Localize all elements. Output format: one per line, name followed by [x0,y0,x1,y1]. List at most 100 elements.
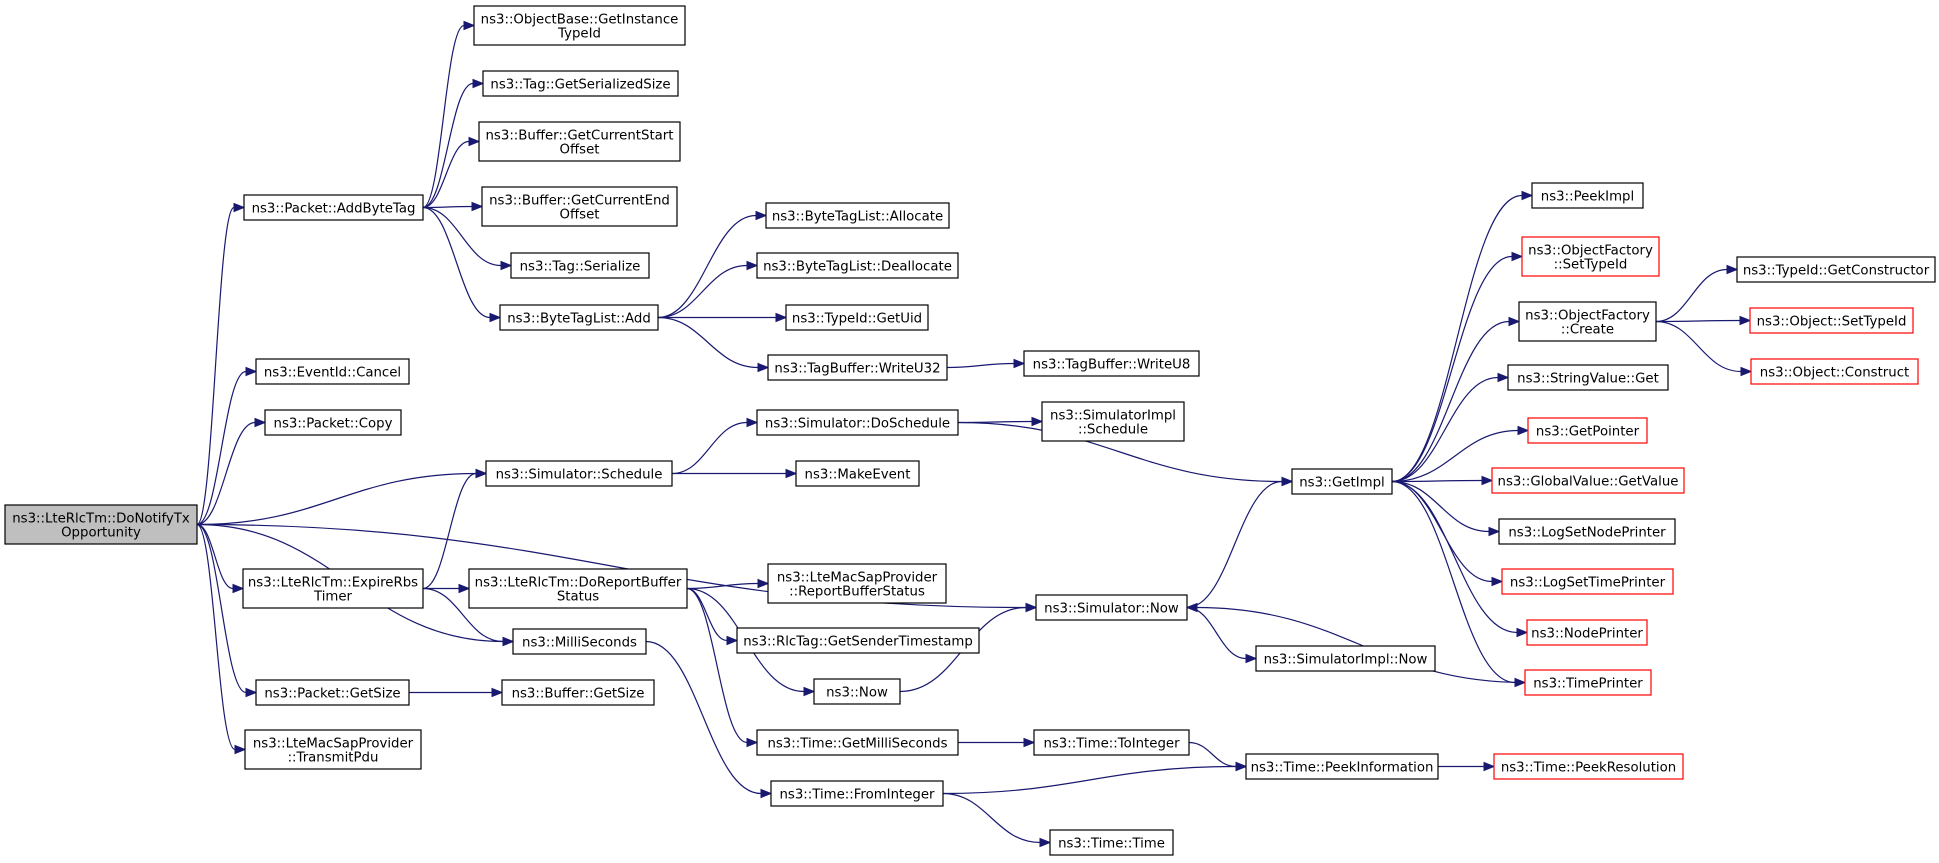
node-label: ns3::NodePrinter [1531,627,1643,642]
arrowhead [475,468,488,479]
node-box [756,729,959,756]
node-typeid-getuid[interactable]: ns3::TypeId::GetUid [785,304,929,331]
node-eventid-cancel[interactable]: ns3::EventId::Cancel [255,358,410,385]
node-label: ns3::EventId::Cancel [264,366,401,381]
node-box [1023,350,1200,377]
node-time-peekresolution[interactable]: ns3::Time::PeekResolution [1493,753,1684,780]
node-logsetnodeprinter[interactable]: ns3::LogSetNodePrinter [1498,518,1676,545]
node-label: ns3::Simulator::DoSchedule [765,417,950,432]
node-tag-serialize[interactable]: ns3::Tag::Serialize [510,252,650,279]
node-buffer-getsize[interactable]: ns3::Buffer::GetSize [501,679,655,706]
node-time-getmilliseconds[interactable]: ns3::Time::GetMilliSeconds [756,729,959,756]
node-now[interactable]: ns3::Now [813,678,901,705]
arrowhead [775,312,788,323]
node-label: ns3::MakeEvent [805,468,911,483]
edge-expirerbstimer-to-simulator-schedule [422,472,477,590]
node-label: ns3::ByteTagList::Allocate [772,210,943,225]
arrowhead [726,635,739,646]
node-typeid-getconstructor[interactable]: ns3::TypeId::GetConstructor [1736,256,1936,283]
node-stringvalue-get[interactable]: ns3::StringValue::Get [1507,364,1669,391]
node-tagbuffer-writeu32[interactable]: ns3::TagBuffer::WriteU32 [767,354,948,381]
node-simulator-doschedule[interactable]: ns3::Simulator::DoSchedule [756,409,959,436]
node-getimpl[interactable]: ns3::GetImpl [1291,468,1393,495]
edge-objectfactory-create-to-typeid-getconstructor [1655,268,1728,323]
edge-objectfactory-create-to-object-settypeid [1655,319,1741,323]
node-box [795,460,920,487]
node-addbytetag[interactable]: ns3::Packet::AddByteTag [243,194,424,221]
arrowhead [1491,576,1504,587]
node-label: ns3::MilliSeconds [522,636,637,651]
node-label: ns3::Tag::GetSerializedSize [490,78,670,93]
node-reportbufferstatus[interactable]: ns3::LteMacSapProvider::ReportBufferStat… [767,563,947,604]
arrowhead [1235,761,1248,772]
node-time-tointeger[interactable]: ns3::Time::ToInteger [1033,729,1190,756]
node-simulator-now[interactable]: ns3::Simulator::Now [1035,594,1188,621]
node-label: ::SetTypeId [1554,258,1628,273]
arrowhead [232,583,245,594]
node-label: ::ReportBufferStatus [789,585,925,600]
node-makeevent[interactable]: ns3::MakeEvent [795,460,920,487]
node-globalvalue-getvalue[interactable]: ns3::GlobalValue::GetValue [1491,467,1685,494]
node-box [765,202,950,229]
node-label: ns3::TagBuffer::WriteU8 [1033,358,1191,373]
node-box [1035,594,1188,621]
node-nodeprinter[interactable]: ns3::NodePrinter [1526,619,1648,646]
edges-layer [196,20,1753,848]
arrowhead [471,201,484,212]
node-packet-copy[interactable]: ns3::Packet::Copy [264,409,402,436]
node-rlctag-getsendertimestamp[interactable]: ns3::RlcTag::GetSenderTimestamp [736,627,980,654]
node-time-peekinformation[interactable]: ns3::Time::PeekInformation [1245,753,1439,780]
node-peekimpl[interactable]: ns3::PeekImpl [1531,182,1644,209]
node-time-time[interactable]: ns3::Time::Time [1049,829,1174,856]
node-timeprinter[interactable]: ns3::TimePrinter [1524,669,1652,696]
arrowhead [245,366,258,377]
node-simulatorimpl-schedule[interactable]: ns3::SimulatorImpl::Schedule [1041,401,1185,442]
edge-simulator-now-to-simulatorimpl-now [1186,606,1247,660]
node-box [501,679,655,706]
edge-simulator-doschedule-to-getimpl [957,421,1283,483]
node-tagbuffer-writeu8[interactable]: ns3::TagBuffer::WriteU8 [1023,350,1200,377]
node-objectfactory-settypeid[interactable]: ns3::ObjectFactory::SetTypeId [1521,236,1660,277]
edge-addbytetag-to-tag-serialize [422,206,502,267]
arrowhead [803,686,816,697]
node-box [482,70,679,97]
node-logsettimeprinter[interactable]: ns3::LogSetTimePrinter [1501,568,1674,595]
node-bytetaglist-add[interactable]: ns3::ByteTagList::Add [499,304,659,331]
node-simulator-schedule[interactable]: ns3::Simulator::Schedule [485,460,673,487]
node-label: ns3::LteRlcTm::DoNotifyTx [12,512,190,527]
node-label: ns3::GetImpl [1299,476,1384,491]
arrowhead [1023,737,1036,748]
node-object-construct[interactable]: ns3::Object::Construct [1750,358,1919,385]
node-bytetaglist-deallocate[interactable]: ns3::ByteTagList::Deallocate [756,252,959,279]
arrowhead [1740,366,1753,377]
edge-root-to-packet-copy [196,421,256,526]
node-box [255,679,410,706]
arrowhead [757,578,770,589]
node-time-fromint[interactable]: ns3::Time::FromInteger [770,780,944,807]
node-box [1524,669,1652,696]
edge-root-to-addbytetag [196,206,235,526]
node-box [785,304,929,331]
node-label: ns3::Buffer::GetCurrentEnd [489,194,670,209]
node-box [1049,829,1174,856]
node-tag-getserializedsize[interactable]: ns3::Tag::GetSerializedSize [482,70,679,97]
node-transmitpdu[interactable]: ns3::LteMacSapProvider::TransmitPdu [244,729,422,770]
edge-simulator-schedule-to-simulator-doschedule [671,421,748,475]
node-getpointer[interactable]: ns3::GetPointer [1527,417,1648,444]
node-objectfactory-create[interactable]: ns3::ObjectFactory::Create [1518,301,1657,342]
node-label: ns3::LogSetNodePrinter [1508,526,1666,541]
edge-time-tointeger-to-time-peekinformation [1188,741,1237,768]
node-milliseconds[interactable]: ns3::MilliSeconds [512,628,647,655]
node-bytetaglist-allocate[interactable]: ns3::ByteTagList::Allocate [765,202,950,229]
node-packet-getsize[interactable]: ns3::Packet::GetSize [255,679,410,706]
node-simulatorimpl-now[interactable]: ns3::SimulatorImpl::Now [1255,645,1436,672]
node-label: ns3::RlcTag::GetSenderTimestamp [743,635,973,650]
node-object-settypeid[interactable]: ns3::Object::SetTypeId [1749,307,1914,334]
arrowhead [1025,602,1038,613]
